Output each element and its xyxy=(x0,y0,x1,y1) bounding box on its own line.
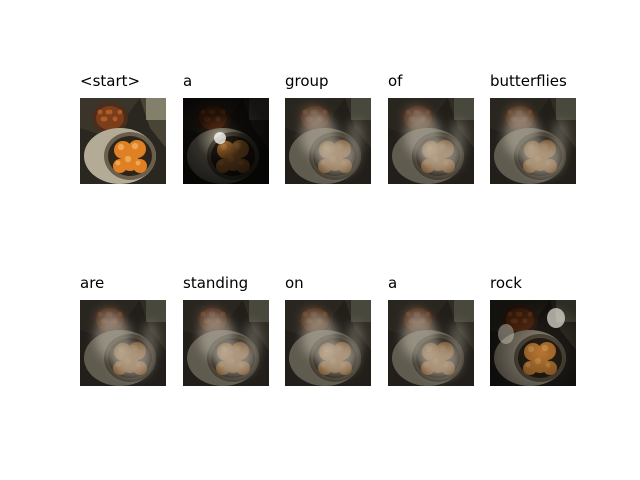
caption-word: <start> xyxy=(80,72,141,90)
food-bowl-image xyxy=(183,300,269,386)
caption-word: are xyxy=(80,274,105,292)
food-bowl-image xyxy=(285,98,371,184)
attention-image xyxy=(490,300,576,386)
food-bowl-image xyxy=(490,300,576,386)
caption-word: a xyxy=(183,72,193,90)
food-bowl-image xyxy=(183,98,269,184)
attention-image xyxy=(80,98,166,184)
attention-image xyxy=(388,98,474,184)
food-bowl-image xyxy=(388,300,474,386)
caption-word: a xyxy=(388,274,398,292)
caption-word: of xyxy=(388,72,403,90)
food-bowl-image xyxy=(490,98,576,184)
attention-image xyxy=(388,300,474,386)
food-bowl-image xyxy=(388,98,474,184)
caption-word: rock xyxy=(490,274,522,292)
attention-image xyxy=(285,300,371,386)
caption-word: standing xyxy=(183,274,249,292)
attention-image xyxy=(490,98,576,184)
attention-image xyxy=(285,98,371,184)
caption-word: on xyxy=(285,274,304,292)
caption-word: group xyxy=(285,72,329,90)
attention-image xyxy=(80,300,166,386)
food-bowl-image xyxy=(80,300,166,386)
food-bowl-image xyxy=(285,300,371,386)
attention-image xyxy=(183,300,269,386)
caption-word: butterflies xyxy=(490,72,567,90)
attention-image xyxy=(183,98,269,184)
food-bowl-image xyxy=(80,98,166,184)
